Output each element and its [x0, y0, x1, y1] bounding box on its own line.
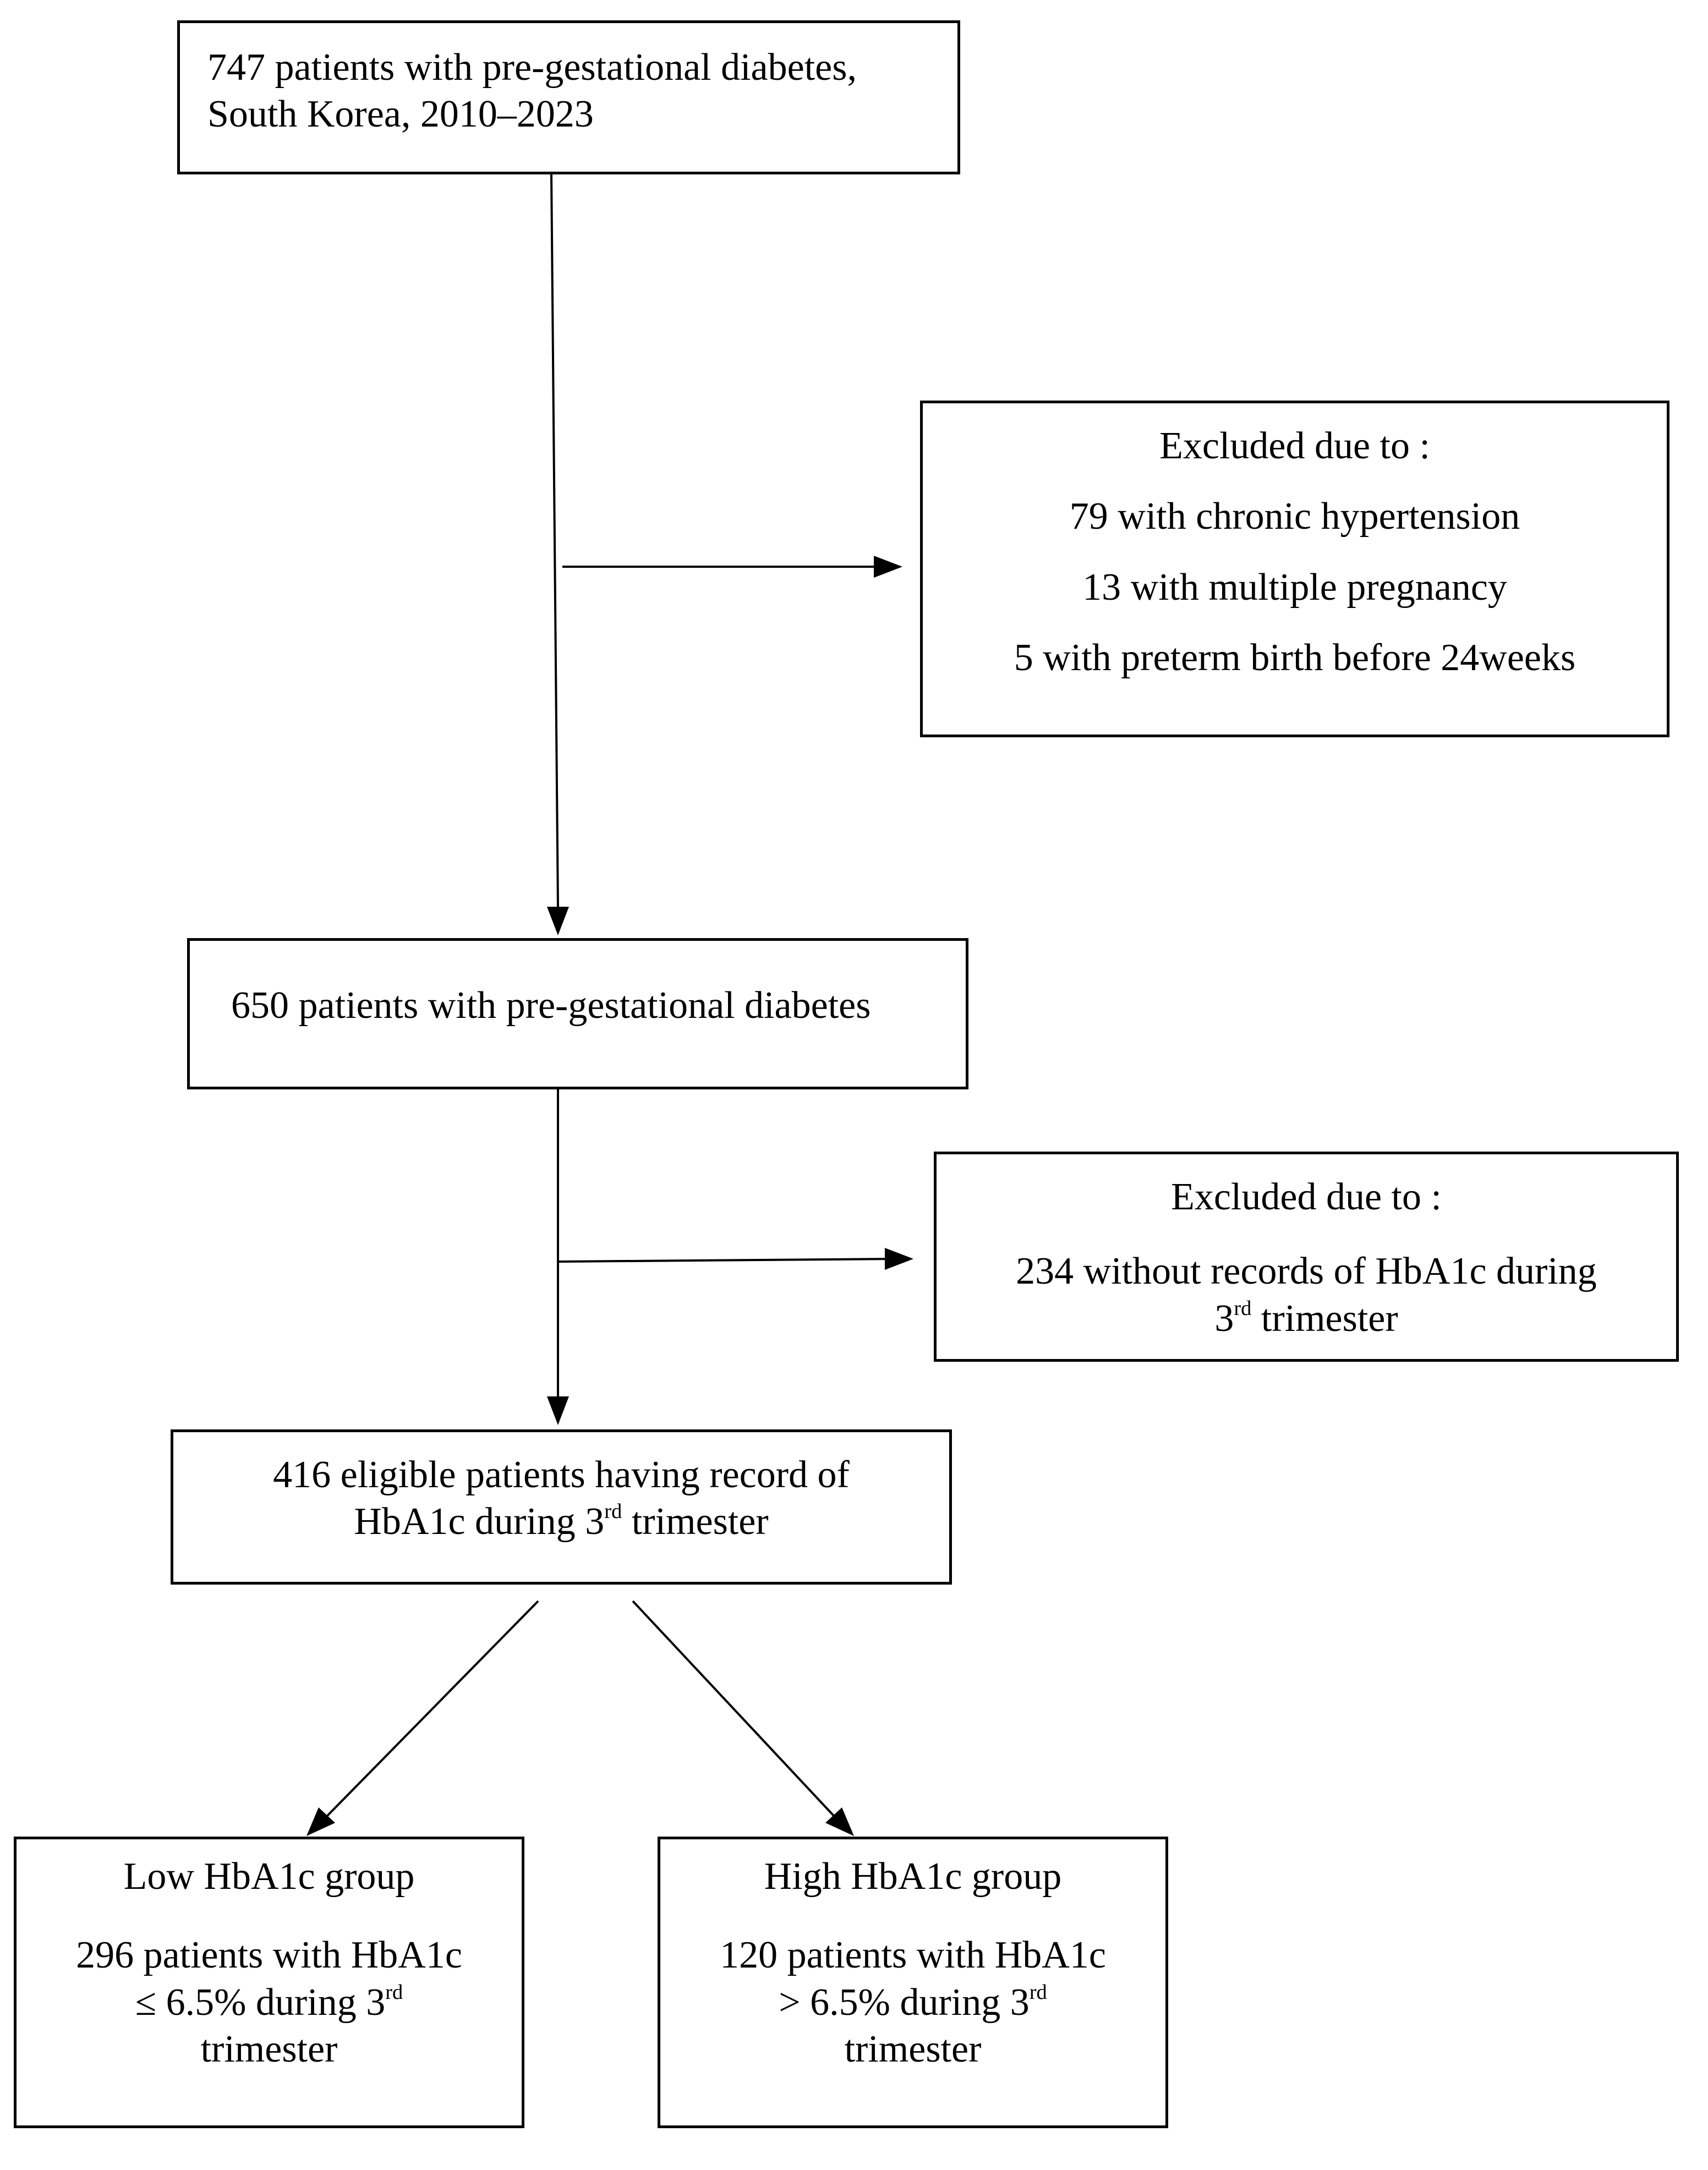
exclusion1-item-multiple-pregnancy: 13 with multiple pregnancy — [1082, 566, 1507, 609]
exclusion2-sup: rd — [1234, 1296, 1252, 1320]
exclusion2-line1: 234 without records of HbA1c during — [1016, 1250, 1597, 1293]
box-high-hba1c-group: High HbA1c group 120 patients with HbA1c… — [658, 1837, 1168, 2128]
low-group-pre: ≤ 6.5% during 3 — [135, 1981, 386, 2024]
exclusion1-item-preterm-birth: 5 with preterm birth before 24weeks — [1014, 637, 1576, 680]
box-after-exclusion: 650 patients with pre-gestational diabet… — [187, 938, 968, 1089]
arrowhead-to-exclusion2 — [885, 1248, 913, 1270]
high-group-heading: High HbA1c group — [764, 1855, 1062, 1898]
exclusion1-item-hypertension: 79 with chronic hypertension — [1069, 495, 1520, 538]
box-total-patients: 747 patients with pre-gestational diabet… — [177, 20, 960, 174]
exclusion1-heading: Excluded due to : — [1159, 425, 1430, 467]
high-group-pre: > 6.5% during 3 — [779, 1981, 1030, 2024]
eligible-line2: HbA1c during 3rd trimester — [184, 1498, 938, 1545]
connector-416-to-low — [326, 1600, 539, 1817]
total-line1: 747 patients with pre-gestational diabet… — [207, 46, 857, 89]
arrowhead-to-low — [306, 1807, 335, 1836]
eligible-rest: trimester — [622, 1500, 769, 1543]
box-low-hba1c-group: Low HbA1c group 296 patients with HbA1c … — [14, 1837, 524, 2128]
exclusion2-line2: 3rd trimester — [948, 1295, 1665, 1342]
arrowhead-to-high — [825, 1807, 854, 1836]
high-group-line3: trimester — [844, 2028, 982, 2071]
arrowhead-to-exclusion1 — [874, 556, 902, 578]
arrowhead-to-650 — [547, 907, 569, 935]
exclusion2-heading: Excluded due to : — [1171, 1176, 1442, 1218]
low-group-line1: 296 patients with HbA1c — [76, 1934, 462, 1977]
after-exclusion-text: 650 patients with pre-gestational diabet… — [231, 984, 871, 1027]
high-group-sup: rd — [1029, 1980, 1047, 2004]
high-group-line1: 120 patients with HbA1c — [720, 1934, 1106, 1977]
high-group-line2: > 6.5% during 3rd — [666, 1979, 1160, 2026]
low-group-line2: ≤ 6.5% during 3rd — [22, 1979, 516, 2026]
low-group-line3: trimester — [200, 2028, 338, 2071]
low-group-heading: Low HbA1c group — [123, 1855, 415, 1898]
connector-416-to-high — [632, 1600, 835, 1817]
exclusion2-rest: trimester — [1251, 1297, 1398, 1340]
connector-branch-exclusion2 — [557, 1258, 895, 1263]
box-exclusion-1: Excluded due to : 79 with chronic hypert… — [920, 401, 1669, 737]
exclusion2-num: 3 — [1214, 1297, 1234, 1340]
eligible-line1: 416 eligible patients having record of — [273, 1454, 850, 1496]
eligible-sup: rd — [604, 1500, 622, 1524]
box-eligible-patients: 416 eligible patients having record of H… — [171, 1429, 952, 1585]
arrowhead-to-416 — [547, 1396, 569, 1425]
box-exclusion-2: Excluded due to : 234 without records of… — [934, 1152, 1679, 1362]
low-group-sup: rd — [385, 1980, 403, 2004]
eligible-pre: HbA1c during 3 — [354, 1500, 605, 1543]
total-line2: South Korea, 2010–2023 — [207, 93, 594, 136]
connector-total-to-650 — [550, 174, 559, 908]
